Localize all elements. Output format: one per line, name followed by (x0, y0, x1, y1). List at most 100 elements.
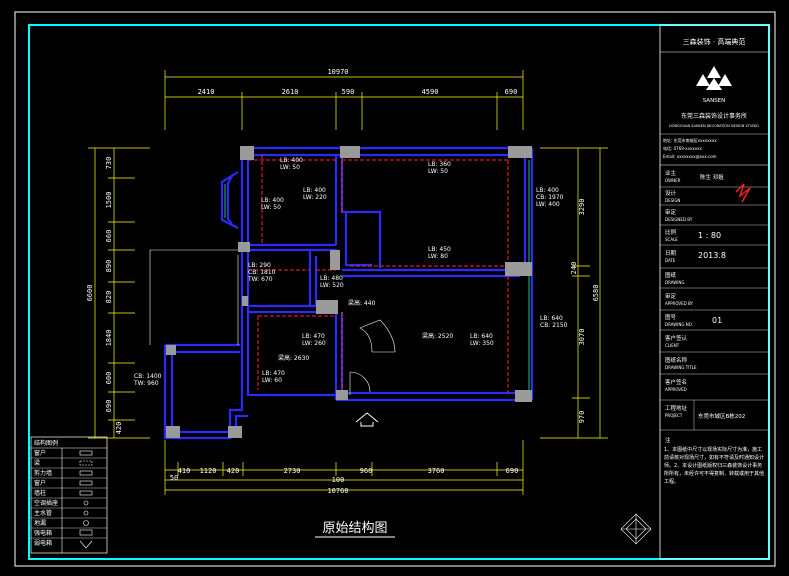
room-label-3b: LW: 50 (428, 168, 448, 175)
right-dim-1: 3290 (578, 199, 586, 216)
room-label-10a: LB: 470 (302, 333, 325, 340)
inner-border (28, 24, 770, 560)
legend-item-6: 空调插座 (34, 499, 58, 507)
room-label-2a: LB: 400 (303, 187, 326, 194)
owner-value: 陈生 邓姐 (700, 173, 724, 181)
project-label: 工程地址 (665, 404, 688, 412)
room-label-2b: LW: 220 (303, 194, 327, 201)
bottom-dim-6: 3760 (428, 467, 445, 475)
notes-title: 注 (665, 436, 671, 444)
legend-symbols (79, 450, 93, 549)
room-label-7b: CB: 1810 (248, 269, 276, 276)
room-label-7a: LB: 290 (248, 262, 271, 269)
bottom-dim-7: 690 (506, 467, 519, 475)
room-label-11a: 梁高: 2630 (278, 354, 309, 362)
top-dim-3: 590 (342, 88, 355, 96)
studio-name-en: DONGGUAN SANSEN DECORATION DESIGN STUDIO (669, 124, 759, 128)
address: 地址: 东莞市南城区xxxxxxxx (663, 137, 717, 143)
room-label-9a: 梁高: 440 (348, 299, 376, 307)
left-dim-6: 1840 (105, 330, 113, 347)
review-label: 审定 (665, 208, 677, 216)
scale-sub: SCALE (665, 237, 678, 242)
room-label-3a: LB: 360 (428, 161, 451, 168)
room-label-16a: CB: 1400 (134, 373, 162, 380)
left-total-dim: 6600 (86, 285, 94, 302)
email: Email: xxxxxxxx@xxx.com (663, 154, 717, 159)
outer-border (14, 11, 776, 567)
windows (224, 160, 530, 390)
right-dim-2: 240 (570, 262, 578, 275)
room-label-8b: LW: 520 (320, 282, 344, 289)
right-dim-4: 970 (578, 411, 586, 424)
title-block: 三森装饰 · 高端典范 SANSEN 东莞三森装饰设计事务所 DONGGUAN … (659, 24, 770, 560)
legend-item-7: 主水管 (34, 509, 52, 517)
compass-stamp-icon (620, 513, 652, 545)
company-logo-icon (696, 66, 732, 90)
legend-item-1: 窗户 (34, 449, 46, 457)
bottom-overall-dim-2: 10760 (327, 487, 348, 495)
bottom-small-dim: 50 (170, 474, 178, 482)
structural-columns (166, 146, 532, 438)
top-dim-2: 2610 (282, 88, 299, 96)
bottom-dim-4: 2730 (284, 467, 301, 475)
room-label-1a: LB: 400 (280, 157, 303, 164)
legend-item-9: 强电箱 (34, 529, 52, 537)
review-sub: DESIGNED BY (665, 217, 693, 222)
approved-label: 审定 (665, 292, 677, 300)
date-label: 日期 (665, 250, 677, 257)
project-sub: PROJECT (665, 413, 683, 418)
left-dim-7: 600 (105, 372, 113, 385)
date-value: 2013.8 (698, 251, 726, 260)
room-label-15a: LB: 470 (262, 370, 285, 377)
scale-label: 比例 (665, 228, 677, 236)
top-dim-5: 690 (505, 88, 518, 96)
bottom-dim-5: 960 (360, 467, 373, 475)
room-label-7c: TW: 670 (247, 276, 273, 283)
client-sign-sub: APPROVED (665, 387, 687, 392)
room-outlines (149, 249, 396, 395)
drawing-title: 原始结构图 (322, 521, 387, 536)
logo-text: SANSEN (703, 98, 726, 104)
legend-item-10: 弱电箱 (34, 539, 52, 547)
left-dim-8: 690 (105, 400, 113, 413)
design-label: 设计 (665, 189, 677, 197)
left-dim-1: 730 (105, 157, 113, 170)
legend-title: 结构图例 (34, 439, 58, 447)
room-label-12a: 梁高: 2520 (422, 332, 453, 340)
left-dimension-lines (88, 147, 150, 439)
room-label-16b: TW: 960 (133, 380, 159, 387)
structure-legend: 结构图例 窗户 梁 剪力墙 窗户 墙柱 空调插座 主水管 地漏 强电箱 弱电箱 (30, 436, 108, 554)
room-labels: LB: 400 LW: 50 LB: 400 LW: 220 LB: 360 L… (133, 157, 568, 387)
drawing-no-label: 图号 (665, 313, 677, 321)
room-label-14b: CB: 2150 (540, 322, 568, 329)
date-sub: DATE (665, 258, 676, 263)
overall-top-dim: 10970 (327, 68, 348, 76)
project-value: 东莞市城区B栋202 (698, 412, 745, 420)
client-sub: CLIENT (665, 343, 680, 348)
left-dim-9: 420 (115, 422, 123, 435)
left-dim-5: 820 (105, 291, 113, 304)
top-dim-1: 2410 (198, 88, 215, 96)
owner-sub: OWNER (665, 178, 681, 183)
drawing-title-sub: DRAWING TITLE (665, 365, 697, 370)
room-label-6a: LB: 450 (428, 246, 451, 253)
scale-value: 1 : 80 (698, 231, 721, 240)
right-dim-3: 3070 (578, 329, 586, 346)
room-label-14a: LB: 640 (540, 315, 563, 322)
design-sub: DESIGN (665, 198, 680, 203)
room-label-5a: LB: 400 (536, 187, 559, 194)
walls (163, 146, 534, 440)
floor-plan: 10970 2410 2610 590 4590 690 6600 730 15… (86, 68, 608, 495)
drawing-title-label: 图纸名称 (665, 356, 688, 364)
room-label-13a: LB: 640 (470, 333, 493, 340)
legend-item-3: 剪力墙 (34, 469, 52, 477)
drawing-no-value: 01 (712, 316, 722, 325)
room-label-4b: LW: 50 (261, 204, 281, 211)
studio-name: 东莞三森装饰设计事务所 (681, 112, 747, 120)
room-label-10b: LW: 260 (302, 340, 326, 347)
legend-item-5: 墙柱 (34, 489, 46, 497)
top-dimension-lines (164, 70, 524, 130)
room-label-5b: CB: 1970 (536, 194, 564, 201)
bottom-dim-1: 410 (178, 467, 191, 475)
drawing-no-sub: DRAWING NO. (665, 322, 693, 327)
